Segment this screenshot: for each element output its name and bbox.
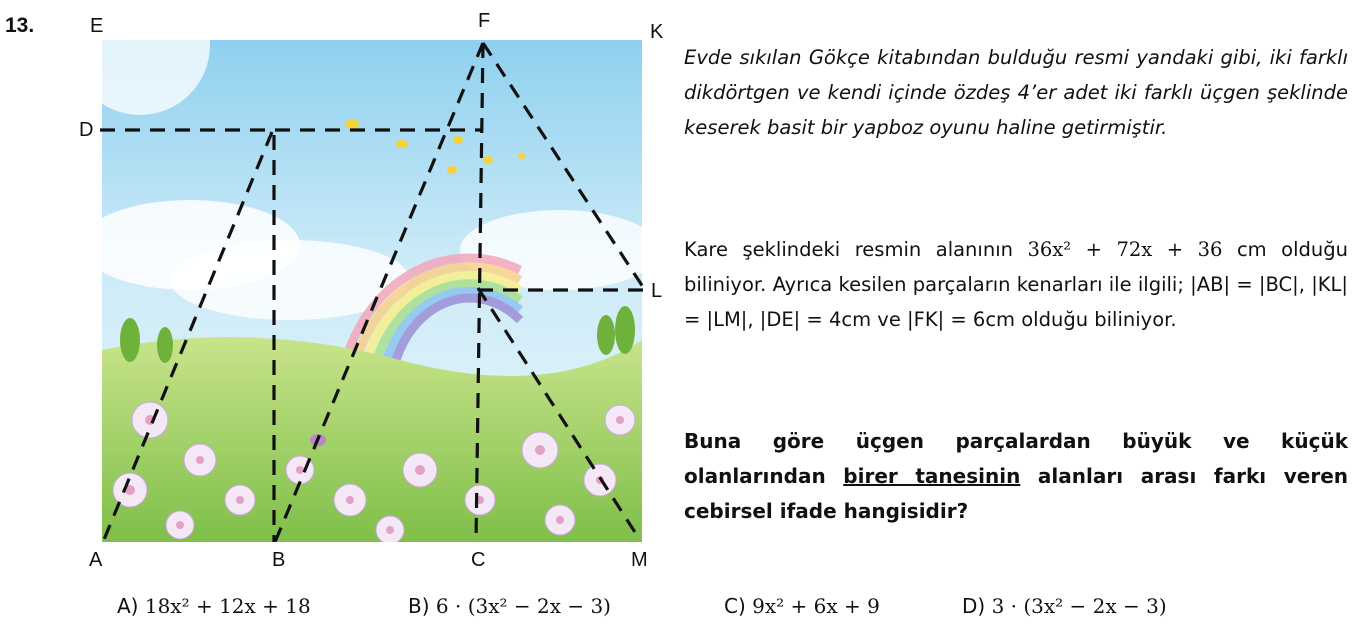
picture-background — [102, 40, 642, 542]
point-label-b: B — [272, 549, 286, 571]
option-b[interactable]: B) 6 · (3x² − 2x − 3) — [408, 594, 611, 618]
point-label-m: M — [631, 549, 648, 571]
point-label-l: L — [651, 280, 663, 302]
option-c[interactable]: C) 9x² + 6x + 9 — [724, 594, 880, 618]
given-text-2: cm olduğu biliniyor. Ayrıca kesilen parç… — [684, 238, 1349, 331]
answer-options: A) 18x² + 12x + 18 B) 6 · (3x² − 2x − 3)… — [0, 594, 1366, 630]
area-expression: 36x² + 72x + 36 — [1027, 238, 1223, 261]
intro-paragraph: Evde sıkılan Gökçe kitabından bulduğu re… — [684, 46, 1348, 139]
option-d-expression: 3 · (3x² − 2x − 3) — [991, 594, 1167, 618]
point-label-f: F — [478, 10, 491, 32]
dashed-cut-lines — [100, 42, 647, 543]
option-c-label: C) — [724, 594, 753, 618]
option-a-expression: 18x² + 12x + 18 — [144, 594, 311, 618]
puzzle-figure — [100, 40, 647, 543]
point-label-e: E — [90, 15, 104, 37]
question-underlined: birer tanesinin — [843, 464, 1021, 488]
question-number: 13. — [5, 14, 35, 37]
point-label-d: D — [79, 119, 94, 141]
point-label-c: C — [471, 549, 486, 571]
question-text-1: Buna göre üçgen parçalardan büyük ve küç… — [684, 429, 1348, 488]
option-d[interactable]: D) 3 · (3x² − 2x − 3) — [962, 594, 1167, 618]
point-label-k: K — [650, 21, 664, 43]
given-text-1: Kare şeklindeki resmin alanının — [684, 238, 1028, 261]
given-info-paragraph: Kare şeklindeki resmin alanının 36x² + 7… — [684, 232, 1348, 337]
option-b-expression: 6 · (3x² − 2x − 3) — [435, 594, 611, 618]
question-paragraph: Buna göre üçgen parçalardan büyük ve küç… — [684, 424, 1348, 529]
option-c-expression: 9x² + 6x + 9 — [752, 594, 880, 618]
question-text-2: alanları arası farkı veren cebirsel ifad… — [684, 464, 1348, 523]
option-b-label: B) — [408, 594, 436, 618]
option-a-label: A) — [117, 594, 145, 618]
option-a[interactable]: A) 18x² + 12x + 18 — [117, 594, 311, 618]
option-d-label: D) — [962, 594, 992, 618]
point-label-a: A — [89, 549, 103, 571]
